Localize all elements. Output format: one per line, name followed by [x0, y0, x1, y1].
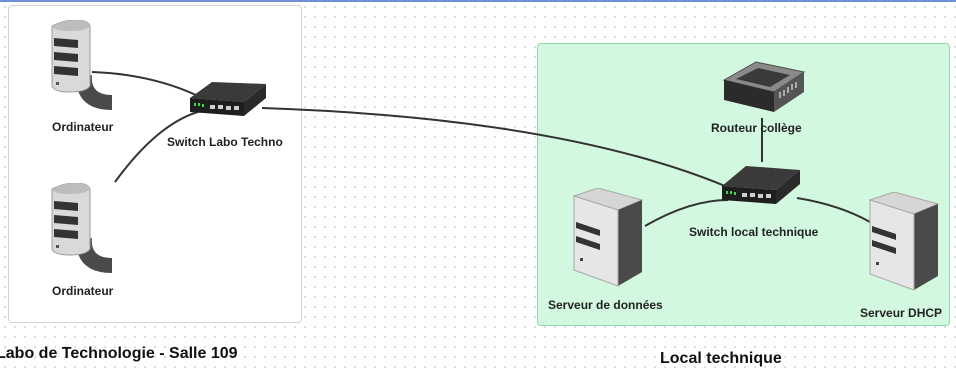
- link-serveur-donnees-switch-local: [644, 199, 729, 227]
- ordinateur-2[interactable]: [50, 182, 130, 275]
- server-icon: [572, 187, 644, 287]
- serveur-dhcp-label: Serveur DHCP: [860, 306, 943, 320]
- top-border: [0, 0, 956, 2]
- network-switch-icon: [190, 82, 266, 116]
- routeur-college[interactable]: [722, 58, 806, 118]
- link-switch-labo-switch-local: [261, 107, 726, 187]
- ordinateur-1[interactable]: [50, 19, 130, 112]
- switch-local-label: Switch local technique: [689, 225, 819, 239]
- switch-labo-techno[interactable]: [188, 76, 268, 120]
- ordinateur-2-label: Ordinateur: [52, 284, 114, 298]
- routeur-label: Routeur collège: [711, 121, 802, 135]
- link-switch-local-serveur-dhcp: [796, 197, 871, 223]
- server-icon: [868, 191, 940, 291]
- tower-computer-icon: [51, 19, 112, 110]
- link-ordinateur1-switch-labo: [91, 71, 197, 96]
- ordinateur-1-label: Ordinateur: [52, 120, 114, 134]
- zone-labo-title: Labo de Technologie - Salle 109: [0, 345, 238, 362]
- link-ordinateur2-switch-labo: [114, 109, 206, 183]
- serveur-dhcp[interactable]: [866, 191, 942, 292]
- switch-labo-label: Switch Labo Techno: [167, 135, 283, 149]
- zone-local-title: Local technique: [660, 350, 782, 367]
- switch-local-technique[interactable]: [720, 160, 802, 208]
- serveur-donnees-label: Serveur de données: [548, 298, 663, 312]
- router-icon: [722, 61, 806, 112]
- tower-computer-icon: [51, 182, 112, 273]
- serveur-de-donnees[interactable]: [570, 187, 646, 288]
- network-switch-icon: [722, 166, 800, 204]
